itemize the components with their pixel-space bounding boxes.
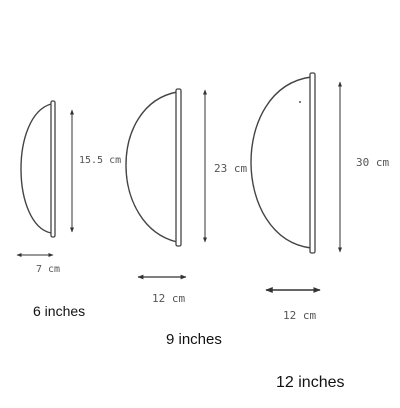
bowl-large-rim bbox=[309, 72, 316, 254]
bowl-medium-size-label: 9 inches bbox=[166, 331, 222, 348]
bowl-small-size-label: 6 inches bbox=[33, 303, 85, 319]
bowl-medium-width-label: 12 cm bbox=[152, 292, 185, 305]
bowl-medium-rim bbox=[175, 88, 182, 247]
bowl-small-rim bbox=[50, 100, 56, 238]
bowl-large-height-label: 30 cm bbox=[356, 156, 389, 169]
bowl-large: 30 cm 12 cm 12 inches bbox=[250, 72, 389, 391]
bowl-small-outline bbox=[20, 103, 52, 234]
bowl-small-width-label: 7 cm bbox=[36, 264, 60, 275]
bowl-small: 15.5 cm 7 cm 6 inches bbox=[16, 100, 121, 319]
bowl-large-size-label: 12 inches bbox=[276, 374, 345, 391]
bowl-large-hang-hole bbox=[299, 101, 301, 103]
bowl-medium-outline bbox=[125, 91, 178, 243]
bowl-medium-height-label: 23 cm bbox=[214, 162, 247, 175]
bowl-large-width-label: 12 cm bbox=[283, 309, 316, 322]
bowl-large-outline bbox=[250, 76, 312, 249]
bowl-small-height-label: 15.5 cm bbox=[79, 155, 121, 166]
bowl-medium: 23 cm 12 cm 9 inches bbox=[125, 88, 247, 348]
